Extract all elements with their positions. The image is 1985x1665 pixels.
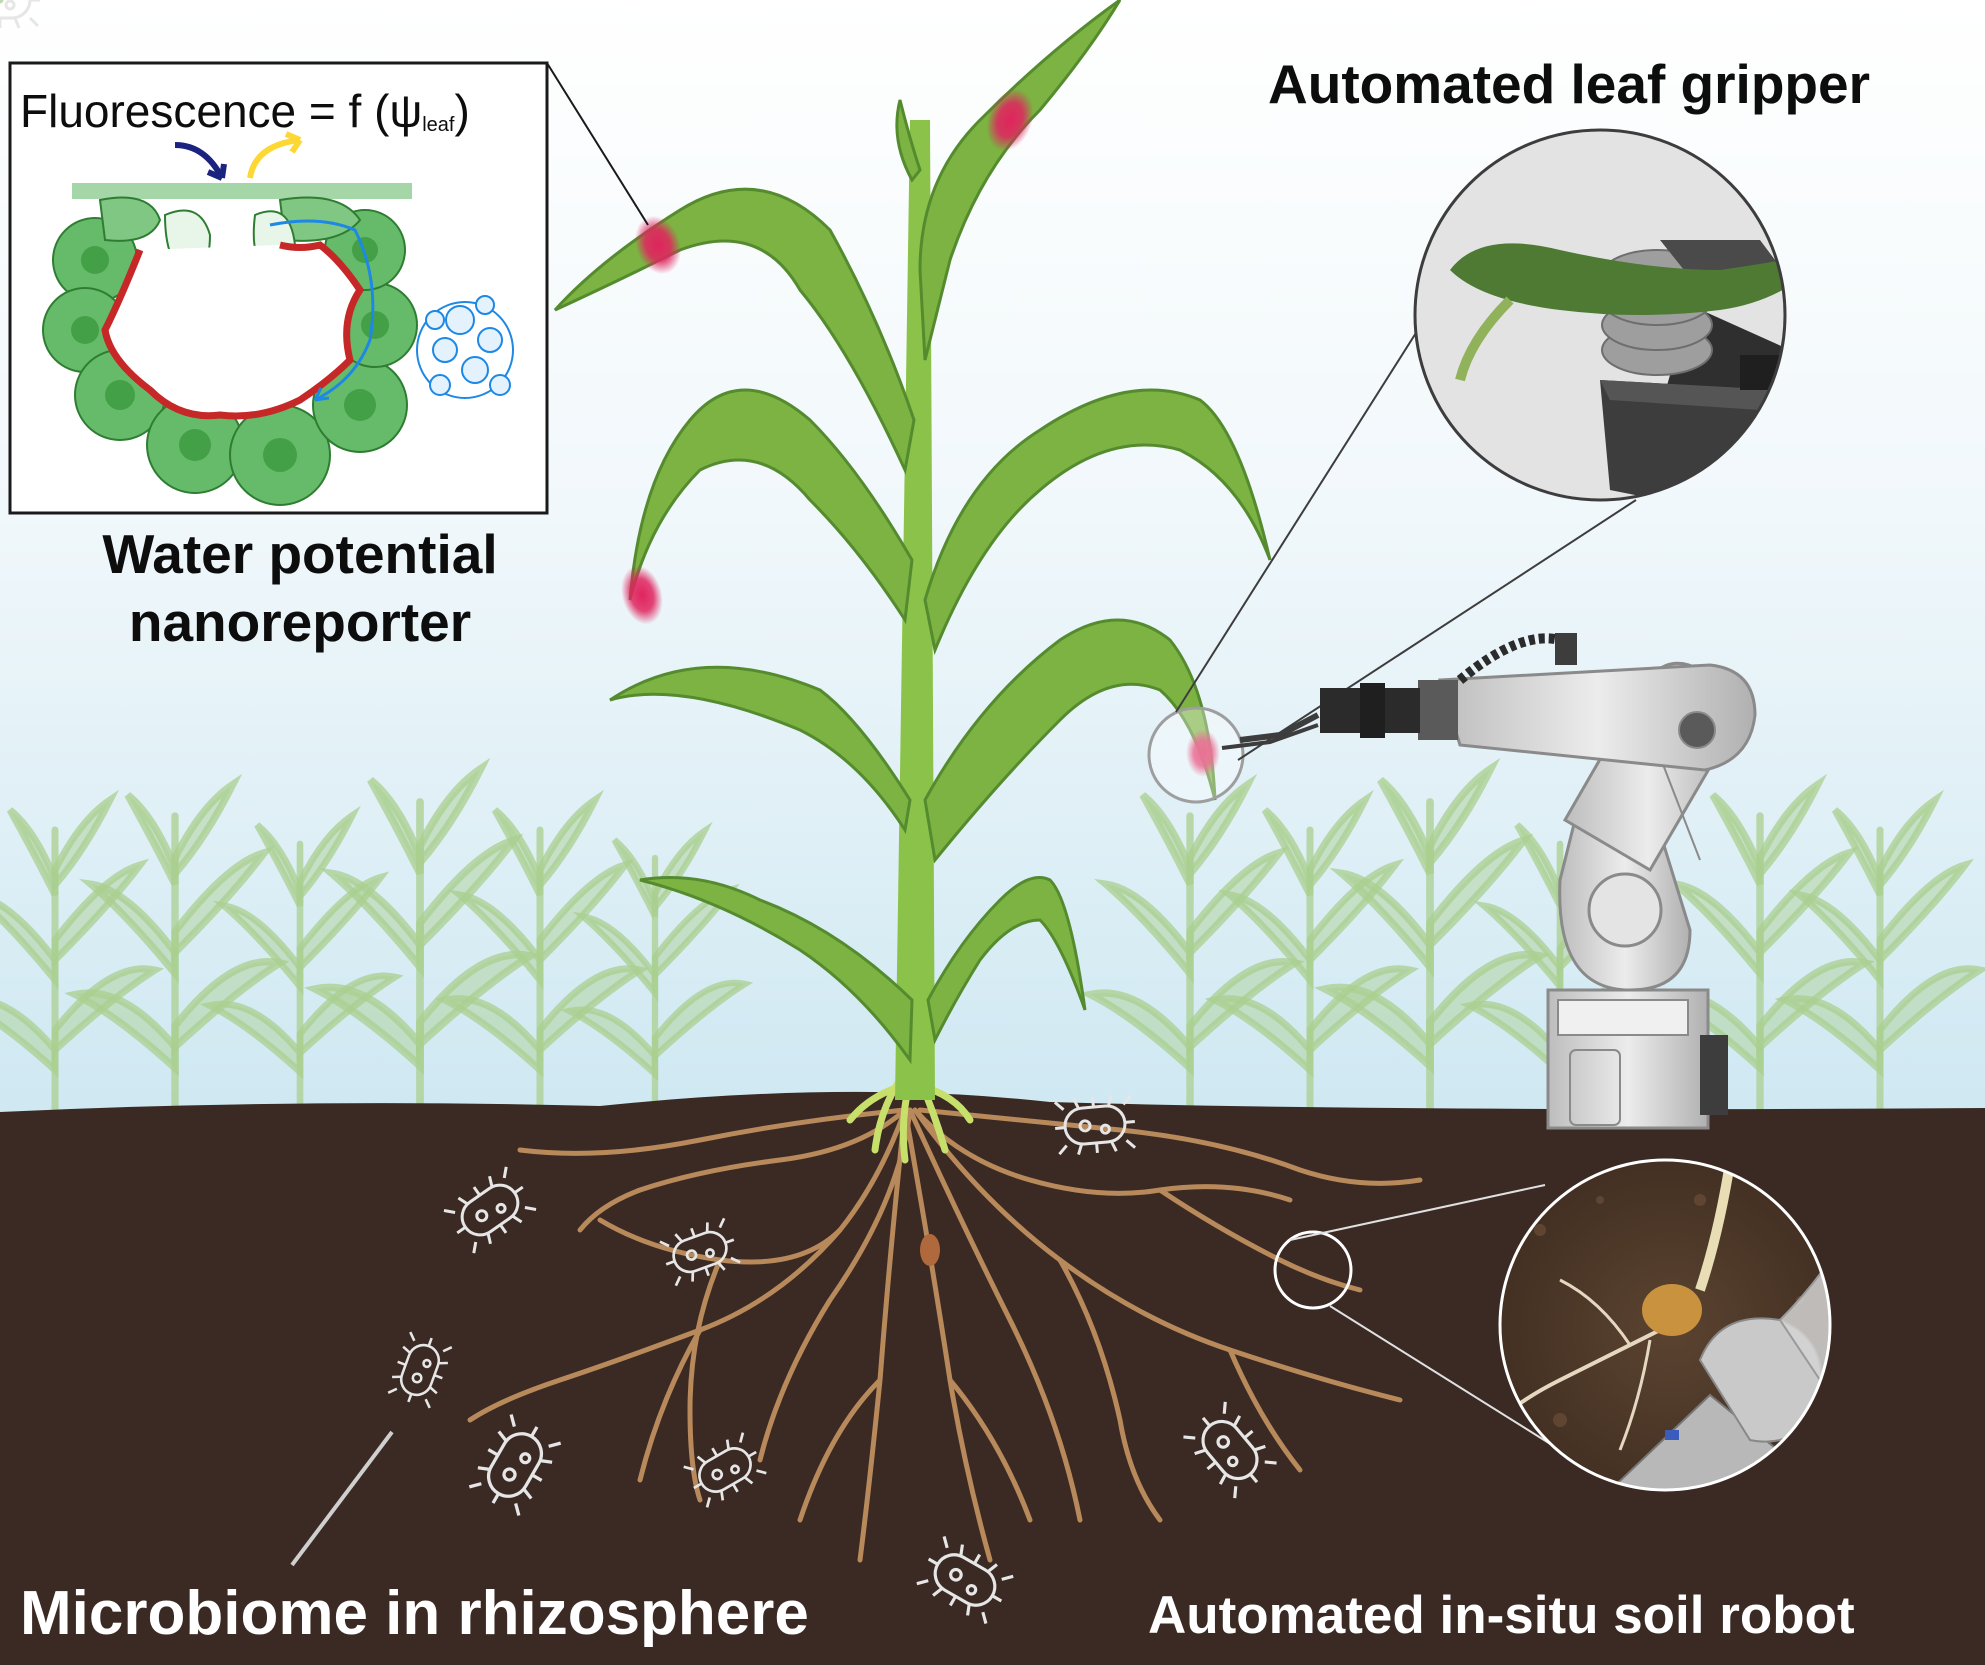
soil-ground [0,1091,1985,1665]
soil-microbes [0,0,1282,1629]
gripper-zoom-line [1175,275,1453,713]
plant-roots [467,1107,1423,1563]
soil-robot-magnifier [1273,1230,1353,1310]
soil-zoom-line [1329,1305,1561,1451]
soil-zoom-line [1289,1184,1546,1241]
nanoreporter-inset [8,61,649,515]
microbiome-in-rhizosphere-label: Microbiome in rhizosphere [20,1579,809,1648]
microbiome-pointer-line [290,1430,394,1567]
nanoreporter-pointer-line [546,62,649,226]
leaf-gripper-magnifier [1147,706,1245,804]
root-nodule [920,1234,940,1266]
equation-prefix: Fluorescence = f (ψ [20,85,423,137]
fluorescence-equation: Fluorescence = f (ψleaf) [20,84,470,138]
equation-suffix: ) [454,85,470,137]
leaf-gripper-inset [1413,128,1787,502]
robot-arm [1221,633,1757,1130]
equation-subscript: leaf [422,114,455,136]
water-potential-nanoreporter-label: Water potential nanoreporter [102,523,498,653]
gripper-zoom-line [1237,499,1637,761]
corn-plant [553,0,1272,1100]
automated-leaf-gripper-label: Automated leaf gripper [1268,53,1871,115]
automated-in-situ-soil-robot-label: Automated in-situ soil robot [1148,1586,1855,1645]
